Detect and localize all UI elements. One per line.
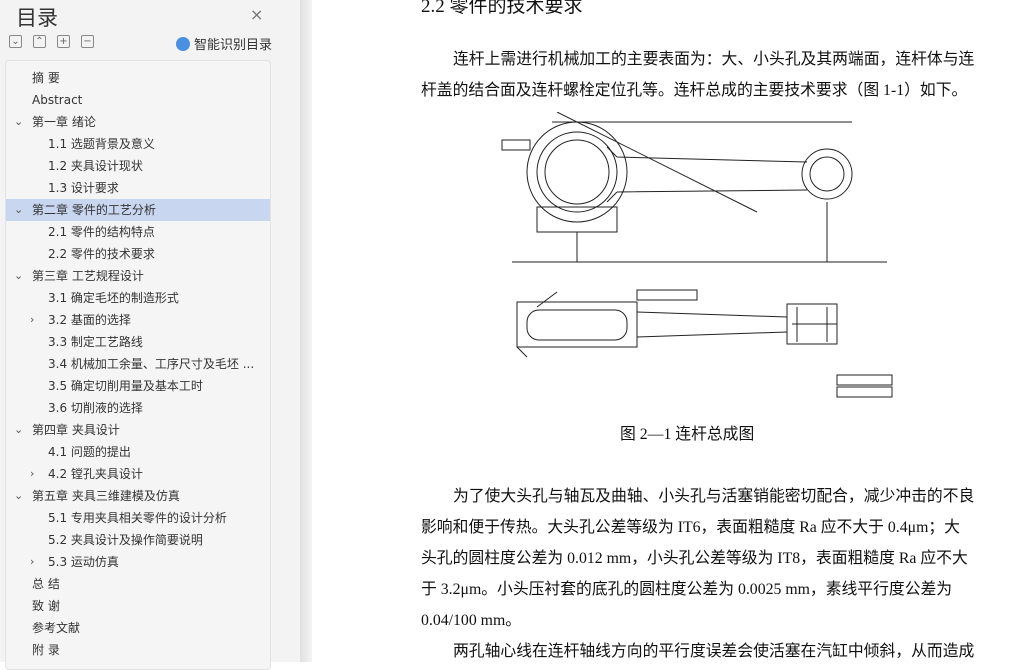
toc-item[interactable]: ⌄ 第一章 绪论 [6,111,270,133]
toc-item[interactable]: 参考文献 [6,617,270,639]
toc-item-label: 5.1 专用夹具相关零件的设计分析 [48,511,227,525]
toc-item-label: 第五章 夹具三维建模及仿真 [32,489,180,503]
toc-item[interactable]: › 3.2 基面的选择 [6,309,270,331]
toc-item[interactable]: 5.1 专用夹具相关零件的设计分析 [6,507,270,529]
toc-list: 摘 要 Abstract ⌄ 第一章 绪论 1.1 选题背景及意义 1.2 夹具设计现状 1… [5,60,271,670]
toc-item-label: 附 录 [32,643,60,657]
paragraph-line: 0.04/100 mm。 [421,612,522,629]
toc-item-label: 3.1 确定毛坯的制造形式 [48,291,179,305]
toc-item[interactable]: 附 录 [6,639,270,661]
toc-item-label: 5.3 运动仿真 [48,555,119,569]
toc-item[interactable]: 1.2 夹具设计现状 [6,155,270,177]
toc-item-label: 第二章 零件的工艺分析 [32,203,156,217]
toc-item[interactable]: 3.5 确定切削用量及基本工时 [6,375,270,397]
paragraph-line: 杆盖的结合面及连杆螺栓定位孔等。连杆总成的主要技术要求（图 1-1）如下。 [421,82,968,99]
toc-item-label: 5.2 夹具设计及操作简要说明 [48,533,203,547]
toc-item[interactable]: 4.1 问题的提出 [6,441,270,463]
toc-item-label: 第三章 工艺规程设计 [32,269,144,283]
ai-icon [176,36,190,51]
paragraph-line: 于 3.2μm。小头压衬套的底孔的圆柱度公差为 0.0025 mm，素线平行度公… [421,581,953,598]
chevron-right-icon[interactable]: › [30,467,35,480]
toc-item-label: 3.6 切削液的选择 [48,401,143,415]
smart-toc-button[interactable]: 智能识别目录 [176,34,272,53]
sidebar-title: 目录 [16,6,58,30]
toc-item[interactable]: 3.3 制定工艺路线 [6,331,270,353]
toc-item[interactable]: Abstract [6,89,270,111]
paragraph-line: 头孔的圆柱度公差为 0.012 mm，小头孔公差等级为 IT8，表面粗糙度 Ra… [421,550,968,567]
smart-toc-label: 智能识别目录 [194,38,273,53]
toc-item[interactable]: 总 结 [6,573,270,595]
chevron-down-icon[interactable]: ⌄ [14,423,24,436]
toc-item[interactable]: ⌄ 第二章 零件的工艺分析 [6,199,270,221]
paragraph-line: 影响和便于传热。大头孔公差等级为 IT6，表面粗糙度 Ra 应不大于 0.4μm… [421,519,960,536]
paragraph-line: 为了使大头孔与轴瓦及曲轴、小头孔与活塞销能密切配合，减少冲击的不良 [453,488,975,505]
toc-item[interactable]: 3.4 机械加工余量、工序尺寸及毛坯 ... [6,353,270,375]
toc-item-label: 参考文献 [32,621,81,635]
toc-item-label: 2.2 零件的技术要求 [48,247,155,261]
document-page: 2.2 零件的技术要求 连杆上需进行机械加工的主要表面为：大、小头孔及其两端面，… [312,0,1014,662]
chevron-down-icon[interactable]: ⌄ [14,269,24,282]
connecting-rod-drawing [501,112,893,398]
chevron-right-icon[interactable]: › [30,313,35,326]
chevron-down-icon[interactable]: ⌄ [14,115,24,128]
toc-item[interactable]: 3.6 切削液的选择 [6,397,270,419]
chevron-down-icon[interactable]: ⌄ [14,203,24,216]
toc-item-label: 3.2 基面的选择 [48,313,131,327]
toc-item[interactable]: 摘 要 [6,67,270,89]
toc-sidebar: 目录 × ⌄ ⌃ + − 智能识别目录 摘 要 Abstract ⌄ 第一章 绪论 1.… [0,0,300,670]
collapse-all-button[interactable]: ⌄ [9,35,22,48]
toc-item[interactable]: 3.1 确定毛坯的制造形式 [6,287,270,309]
panel-divider[interactable] [300,0,312,662]
figure-caption: 图 2—1 连杆总成图 [620,426,755,443]
toc-item-label: 总 结 [32,577,60,591]
toc-item-label: Abstract [32,93,83,107]
toc-item[interactable]: ⌄ 第五章 夹具三维建模及仿真 [6,485,270,507]
toc-item[interactable]: 1.1 选题背景及意义 [6,133,270,155]
add-heading-button[interactable]: + [57,35,70,48]
toc-item-label: 4.1 问题的提出 [48,445,131,459]
paragraph-line: 两孔轴心线在连杆轴线方向的平行度误差会使活塞在汽缸中倾斜，从而造成 [453,643,975,660]
toc-item-label: 1.2 夹具设计现状 [48,159,143,173]
toc-item[interactable]: 2.2 零件的技术要求 [6,243,270,265]
chevron-down-icon[interactable]: ⌄ [14,489,24,502]
toc-item[interactable]: 1.3 设计要求 [6,177,270,199]
section-heading: 2.2 零件的技术要求 [421,0,583,17]
toc-item-label: 1.1 选题背景及意义 [48,137,155,151]
toc-item-label: 3.4 机械加工余量、工序尺寸及毛坯 ... [48,357,255,371]
remove-heading-button[interactable]: − [81,35,94,48]
toc-item[interactable]: 致 谢 [6,595,270,617]
expand-all-button[interactable]: ⌃ [33,35,46,48]
toc-item[interactable]: › 5.3 运动仿真 [6,551,270,573]
toc-item[interactable]: › 4.2 镗孔夹具设计 [6,463,270,485]
toc-item[interactable]: 5.2 夹具设计及操作简要说明 [6,529,270,551]
toc-item-label: 第一章 绪论 [32,115,96,129]
toc-item[interactable]: ⌄ 第四章 夹具设计 [6,419,270,441]
toc-item[interactable]: 2.1 零件的结构特点 [6,221,270,243]
chevron-right-icon[interactable]: › [30,555,35,568]
toc-item[interactable]: ⌄ 第三章 工艺规程设计 [6,265,270,287]
toc-item-label: 3.5 确定切削用量及基本工时 [48,379,203,393]
toc-item-label: 2.1 零件的结构特点 [48,225,155,239]
paragraph-line: 连杆上需进行机械加工的主要表面为：大、小头孔及其两端面，连杆体与连 [453,51,975,68]
toc-item-label: 3.3 制定工艺路线 [48,335,143,349]
toc-item-label: 1.3 设计要求 [48,181,119,195]
toc-item-label: 第四章 夹具设计 [32,423,120,437]
toc-item-label: 致 谢 [32,599,60,613]
toc-item-label: 摘 要 [32,71,60,85]
close-icon[interactable]: × [250,5,264,24]
toc-item-label: 4.2 镗孔夹具设计 [48,467,143,481]
